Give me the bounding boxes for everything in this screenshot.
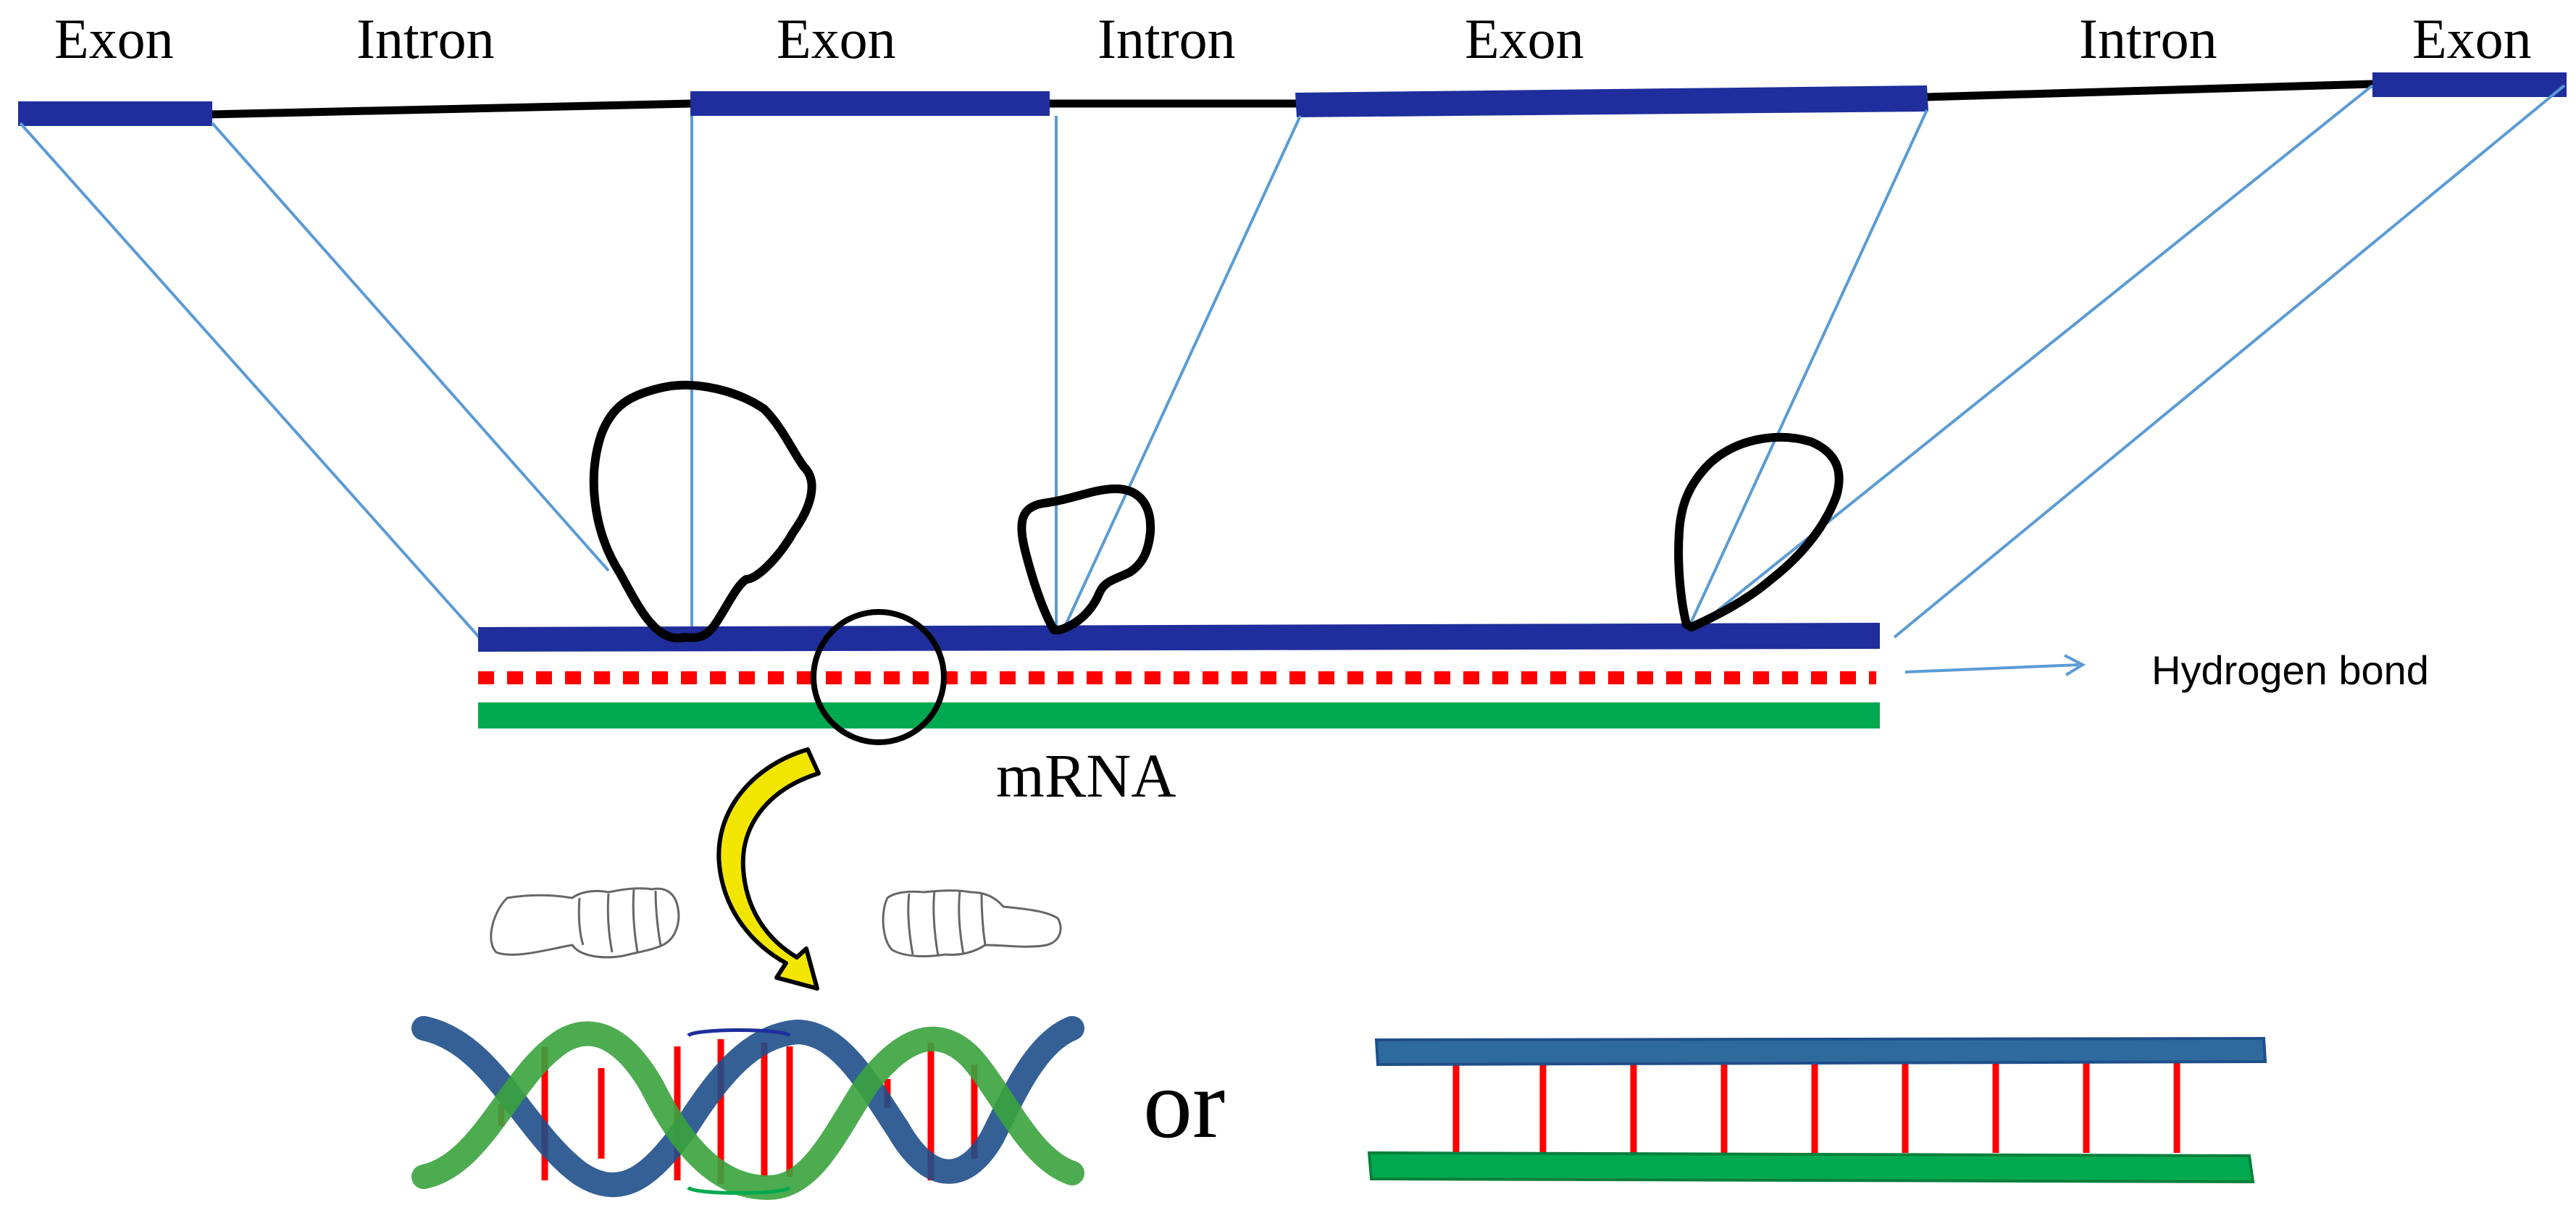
mapping-line (211, 122, 610, 572)
mapping-line (19, 122, 483, 642)
exon-mapping-lines (19, 84, 2566, 642)
mrna-label: mRNA (996, 741, 1176, 810)
ladder-bottom-strand (1367, 1151, 2255, 1184)
curved-arrow-icon (716, 747, 821, 991)
splicing-loop-icon (1674, 432, 1844, 631)
segment-label-intron-3: Intron (2079, 7, 2217, 70)
intron-line-3 (1926, 80, 2373, 101)
segment-label-exon-1: Exon (54, 7, 174, 70)
exon-bar-3 (1295, 85, 1928, 117)
segment-label-exon-3: Exon (1465, 7, 1584, 70)
double-helix-icon (411, 1016, 1084, 1201)
scissors-enzyme-icon (882, 889, 1062, 957)
intron-line-1 (209, 99, 693, 119)
segment-label-exon-2: Exon (777, 7, 896, 70)
mapping-line (1686, 84, 2374, 636)
mrna-strand (478, 702, 1880, 729)
mature-exon-strand (478, 623, 1880, 652)
mapping-line (1893, 84, 2566, 639)
intron-loops (589, 380, 1844, 643)
zoom-circle (811, 609, 947, 745)
mapping-line (1683, 109, 1928, 638)
exon-bar-4 (2372, 72, 2567, 97)
ladder-top-strand (1374, 1036, 2267, 1067)
hydrogen-bond-label: Hydrogen bond (2151, 647, 2429, 693)
segment-label-intron-1: Intron (356, 7, 495, 70)
segment-label-exon-4: Exon (2412, 7, 2532, 70)
ladder-duplex-icon (1367, 1036, 2267, 1184)
mapping-line (1060, 115, 1302, 635)
segment-labels: Exon Intron Exon Intron Exon Intron Exon (54, 7, 2532, 70)
gene-track (18, 72, 2567, 126)
scissors-enzyme-icon (490, 887, 680, 959)
exon-bar-2 (690, 91, 1050, 116)
hydrogen-bond-callout: Hydrogen bond (1904, 647, 2429, 693)
splicing-loop-icon (1017, 484, 1155, 634)
spliced-duplex (478, 623, 1880, 729)
splicing-loop-icon (589, 380, 816, 643)
or-label: or (1143, 1050, 1225, 1159)
exon-bar-1 (18, 101, 212, 126)
segment-label-intron-2: Intron (1097, 7, 1236, 70)
